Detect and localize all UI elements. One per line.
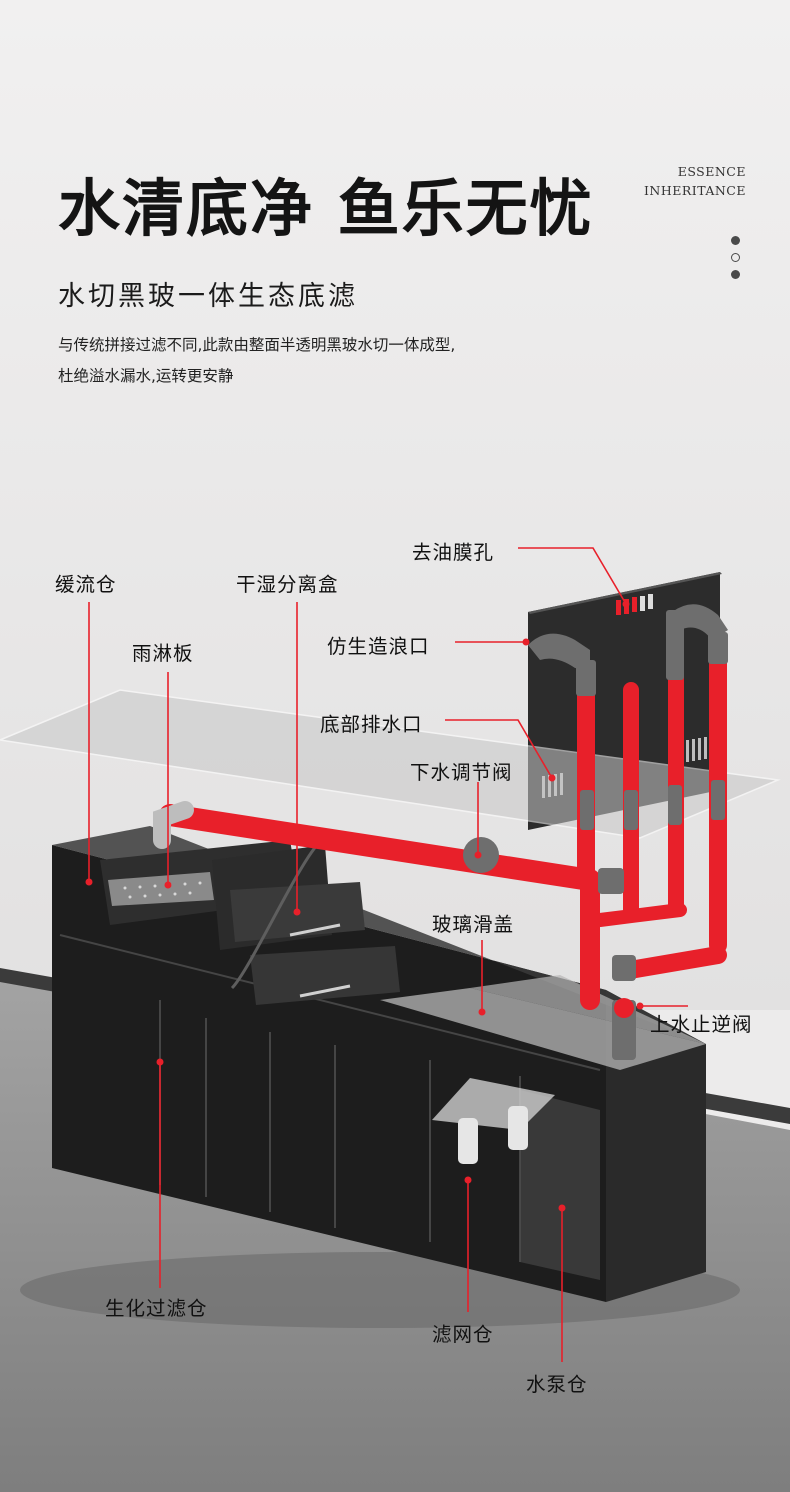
leader-dots [85,600,644,1212]
label-bio-filter-chamber: 生化过滤仓 [105,1297,208,1320]
check-valve-red-ring [614,998,634,1018]
label-wave-outlet: 仿生造浪口 [327,635,430,658]
pump-chamber-back [520,1090,600,1280]
filter-socks-icon [432,1078,555,1164]
label-check-valve: 上水止逆阀 [650,1013,753,1036]
label-dry-wet-box: 干湿分离盒 [236,573,339,596]
label-oil-film-hole: 去油膜孔 [412,541,495,564]
label-downflow-valve: 下水调节阀 [410,761,513,784]
page-dot-3 [731,270,740,279]
subtitle: 水切黑玻一体生态底滤 [58,281,358,312]
cabinet-side [606,990,706,1302]
headline: 水清底净 鱼乐无忧 [58,172,594,245]
rain-plate [108,872,214,906]
label-bottom-drain: 底部排水口 [320,713,423,736]
description-line-2: 杜绝溢水漏水,运转更安静 [58,367,234,385]
leader-lines [88,547,688,1362]
red-pipes [153,651,727,1010]
page-dot-2 [731,253,740,262]
page-dot-1 [731,236,740,245]
label-rain-plate: 雨淋板 [132,642,194,665]
label-glass-slide-cover: 玻璃滑盖 [432,913,515,936]
panel-top-edge [528,572,722,614]
description-line-1: 与传统拼接过滤不同,此款由整面半透明黑玻水切一体成型, [58,336,456,354]
inheritance-text: INHERITANCE [643,183,746,198]
label-slow-flow-chamber: 缓流仓 [55,573,117,596]
label-filter-net-chamber: 滤网仓 [432,1323,494,1346]
label-pump-chamber: 水泵仓 [526,1373,588,1396]
essence-text: ESSENCE [677,164,746,179]
